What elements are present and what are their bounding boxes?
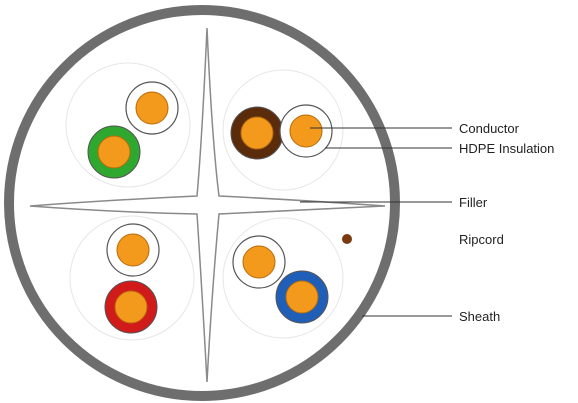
ripcord-dot <box>342 234 352 244</box>
wire-brown-conductor <box>240 116 274 150</box>
pair-outline-top-left <box>65 62 191 188</box>
wire-red-conductor <box>114 290 148 324</box>
pair-outline-bottom-right <box>222 217 344 339</box>
wire-top-left-white-conductor <box>135 91 169 125</box>
cross-filler <box>29 27 386 383</box>
pair-top-right <box>230 104 333 160</box>
pair-outlines <box>65 62 344 341</box>
wire-bottom-right-white-conductor <box>242 245 276 279</box>
pair-top-left <box>87 81 179 179</box>
wire-blue-conductor <box>285 280 319 314</box>
label-conductor: Conductor <box>459 121 520 136</box>
label-sheath: Sheath <box>459 309 500 324</box>
label-hdpe-insulation: HDPE Insulation <box>459 141 554 156</box>
wire-bottom-left-white-conductor <box>116 233 150 267</box>
label-ripcord: Ripcord <box>459 232 504 247</box>
wire-top-right-white-conductor <box>289 114 323 148</box>
pair-outline-top-right <box>222 69 344 191</box>
pair-bottom-left <box>104 223 160 334</box>
label-filler: Filler <box>459 195 488 210</box>
pair-bottom-right <box>232 235 329 324</box>
pair-outline-bottom-left <box>69 215 195 341</box>
leader-lines <box>300 127 452 317</box>
wire-green-conductor <box>97 135 131 169</box>
